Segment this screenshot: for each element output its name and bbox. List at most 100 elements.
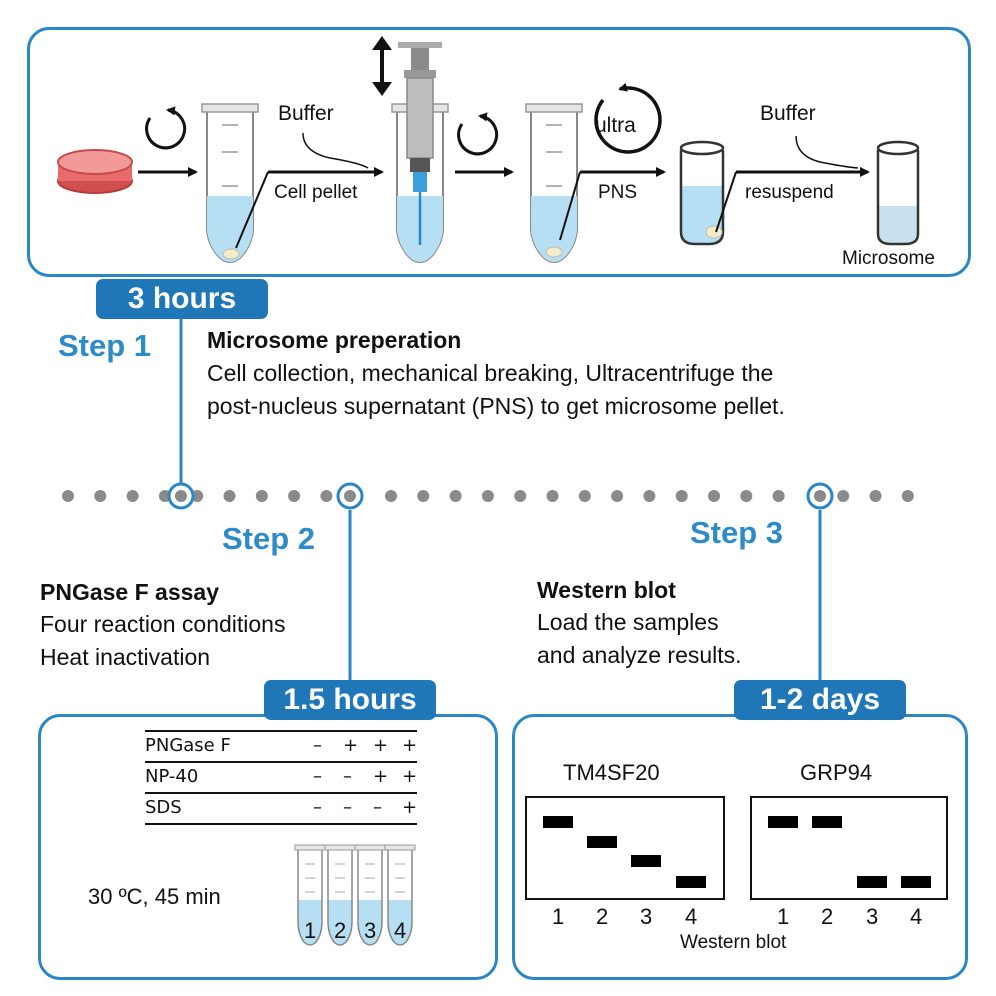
cell-pellet-label: Cell pellet: [274, 182, 358, 203]
lane-number: 3: [866, 904, 879, 929]
table-cell: –: [373, 797, 382, 818]
table-cell: –: [313, 735, 322, 756]
table-cell: +: [402, 735, 418, 756]
lane-number: 2: [596, 904, 609, 929]
step3-title: Western blot: [537, 577, 676, 603]
blot1-membrane: [525, 796, 725, 900]
blot-band: [676, 876, 706, 888]
tube-number: 2: [334, 918, 347, 943]
timeline-dot: [514, 490, 527, 502]
centrifuge-rotation-icon: [145, 106, 187, 150]
blot-band: [543, 816, 573, 828]
pngase-assay-panel: [38, 714, 498, 980]
tube-icon: [294, 844, 326, 946]
timeline-dots: [62, 490, 914, 502]
timeline-dot: [708, 490, 720, 502]
lane-number: 4: [910, 904, 923, 929]
lane-number: 1: [777, 904, 790, 929]
duration-badge-step1: 3 hours: [96, 279, 268, 319]
centrifuge-rotation-icon: [457, 112, 499, 156]
table-cell: +: [373, 766, 389, 787]
blot-band: [768, 816, 798, 828]
timeline-dot: [320, 490, 333, 502]
tube-icon: [354, 844, 386, 946]
table-cell: +: [373, 735, 389, 756]
duration-badge-step2: 1.5 hours: [264, 680, 436, 720]
blot-band: [631, 855, 661, 867]
timeline-dot: [772, 490, 785, 502]
pns-label: PNS: [598, 182, 638, 203]
blot-band: [587, 836, 617, 848]
sample-tubes: [294, 844, 416, 946]
step3-desc-line1: Load the samples: [537, 609, 719, 635]
table-cell: +: [343, 735, 359, 756]
tube-number: 4: [394, 918, 407, 943]
blot2-membrane: [750, 796, 948, 900]
timeline-dot: [62, 490, 74, 502]
timeline-dot: [546, 490, 559, 502]
buffer-label-2: Buffer: [760, 102, 816, 125]
timeline-dot: [643, 490, 656, 502]
blot2-title: GRP94: [800, 760, 873, 785]
step2-desc-line2: Heat inactivation: [40, 644, 211, 670]
tube-icon: [201, 103, 259, 264]
table-cell: +: [402, 797, 418, 818]
buffer-label: Buffer: [278, 102, 334, 125]
step2-title: PNGase F assay: [40, 579, 220, 605]
step3-label: Step 3: [690, 515, 784, 550]
timeline-dot: [675, 490, 688, 502]
microsome-label: Microsome: [842, 248, 935, 269]
petri-dish-icon: [57, 149, 133, 194]
tube-number: 1: [304, 918, 317, 943]
timeline-dot: [901, 490, 914, 502]
table-rule: [145, 730, 417, 732]
timeline-dot: [191, 490, 204, 502]
timeline-dot: [481, 490, 494, 502]
timeline-dot: [837, 490, 850, 502]
lane-number: 1: [552, 904, 565, 929]
timeline-dot: [869, 490, 882, 502]
lane-number: 2: [821, 904, 834, 929]
timeline-dot: [223, 490, 236, 502]
table-cell: +: [402, 766, 418, 787]
timeline-dot: [417, 490, 430, 502]
syringe-icon: [398, 42, 442, 245]
step1-desc-line2: post-nucleus supernatant (PNS) to get mi…: [207, 393, 785, 419]
blot-band: [901, 876, 931, 888]
tube-icon: [525, 103, 583, 264]
ultra-label: ultra: [595, 114, 636, 137]
up-down-arrow-icon: [372, 36, 392, 96]
table-row-label: SDS: [145, 797, 182, 818]
resuspend-label: resuspend: [745, 182, 834, 203]
table-cell: –: [343, 797, 352, 818]
timeline-dot: [449, 490, 462, 502]
tube-icon: [384, 844, 416, 946]
step3-desc-line2: and analyze results.: [537, 642, 742, 668]
step2-label: Step 2: [222, 521, 316, 556]
timeline-dot: [578, 490, 591, 502]
timeline-dot: [740, 490, 753, 502]
tube-icon: [324, 844, 356, 946]
table-cell: –: [343, 766, 352, 787]
timeline-dot: [385, 490, 397, 502]
table-cell: –: [313, 797, 322, 818]
beaker-icon: [876, 140, 920, 246]
table-row-label: NP-40: [145, 766, 199, 787]
duration-badge-step3: 1-2 days: [734, 680, 906, 720]
incubation-condition: 30 ºC, 45 min: [88, 884, 221, 909]
timeline-dot: [288, 490, 301, 502]
timeline-dot: [611, 490, 624, 502]
table-row-label: PNGase F: [145, 735, 231, 756]
blot-band: [857, 876, 887, 888]
blot1-title: TM4SF20: [563, 760, 660, 785]
table-rule: [145, 761, 417, 763]
microsome-prep-panel: [27, 27, 971, 277]
blot-band: [812, 816, 842, 828]
timeline-dot: [255, 490, 268, 502]
lane-number: 4: [685, 904, 698, 929]
beaker-icon: [679, 140, 725, 246]
step2-desc-line1: Four reaction conditions: [40, 611, 286, 637]
timeline-dot: [126, 490, 139, 502]
table-cell: –: [313, 766, 322, 787]
